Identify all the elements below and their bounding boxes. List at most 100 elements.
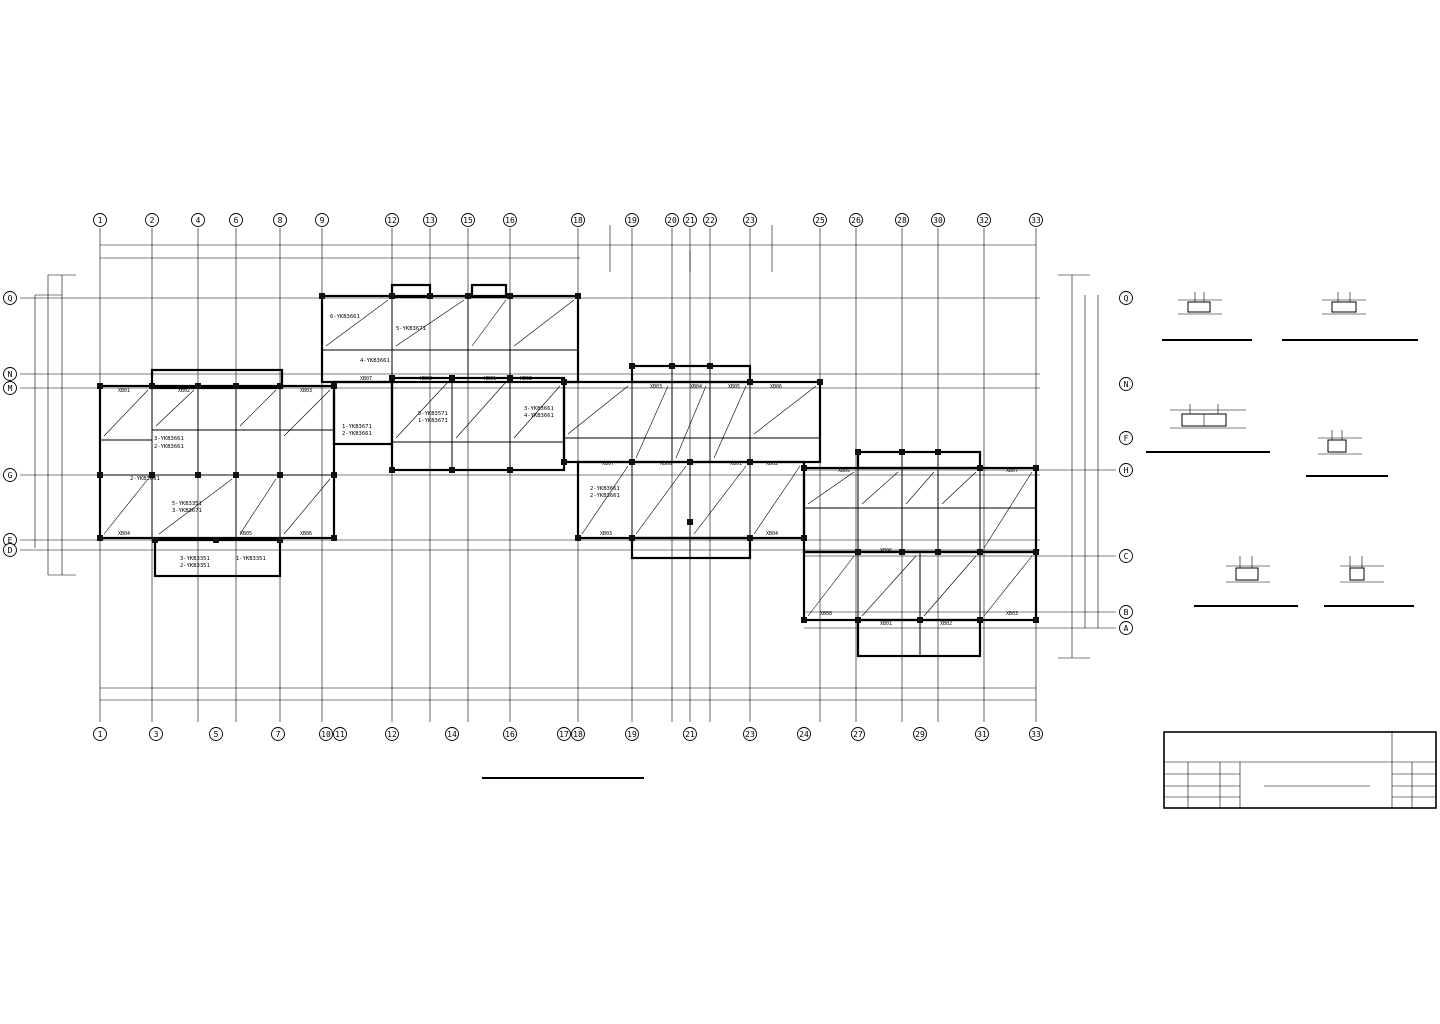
top-axis-28: 28 xyxy=(895,213,909,227)
axis-label: 33 xyxy=(1031,730,1041,739)
axis-label: 23 xyxy=(745,730,755,739)
slab-label: 1-YKB3671 xyxy=(342,424,372,430)
top-axis-33: 33 xyxy=(1029,213,1043,227)
axis-label: 12 xyxy=(387,730,397,739)
axis-label: 32 xyxy=(979,216,989,225)
dimension-lines xyxy=(34,225,1099,701)
axis-label: 12 xyxy=(387,216,397,225)
axis-label: 28 xyxy=(897,216,907,225)
axis-label: 30 xyxy=(933,216,943,225)
slab-label: 2-YKB3661 xyxy=(590,486,620,492)
bottom-axis-33: 33 xyxy=(1029,727,1043,741)
detail-4 xyxy=(1306,430,1388,477)
axis-label: 14 xyxy=(447,730,457,739)
bottom-axis-19: 19 xyxy=(625,727,639,741)
bottom-axis-31: 31 xyxy=(975,727,989,741)
axis-label: 27 xyxy=(853,730,863,739)
axis-label: 33 xyxy=(1031,216,1041,225)
beam-label: XB07 xyxy=(360,376,372,382)
slab-label: 5-YKB3671 xyxy=(396,326,426,332)
slab-label: 1-YKB3671 xyxy=(418,418,448,424)
slab-hatching xyxy=(103,299,1033,617)
beam-label: XB03 xyxy=(1006,611,1018,617)
axis-label: 19 xyxy=(627,216,637,225)
beam-label: XB02 xyxy=(178,388,190,394)
bottom-axis-24: 24 xyxy=(797,727,811,741)
top-axis-8: 8 xyxy=(273,213,287,227)
beam-label: XB07 xyxy=(1006,468,1018,474)
title-block xyxy=(1163,731,1437,809)
bottom-axis-12: 12 xyxy=(385,727,399,741)
beam-label: XB06 xyxy=(300,531,312,537)
beam-label: XB02 xyxy=(940,621,952,627)
bottom-axis-3: 3 xyxy=(149,727,163,741)
bottom-axis-17: 17 xyxy=(557,727,571,741)
axis-label: 17 xyxy=(559,730,569,739)
columns xyxy=(97,293,1039,623)
axis-label: 1 xyxy=(98,216,103,225)
beam-label: XB02 xyxy=(520,376,532,382)
axis-label: B xyxy=(1124,608,1129,617)
detail-5 xyxy=(1194,556,1298,607)
slab-label: 4-YKB3661 xyxy=(524,413,554,419)
top-axis-12: 12 xyxy=(385,213,399,227)
bottom-axis-7: 7 xyxy=(271,727,285,741)
slab-label: 2-YKB3661 xyxy=(590,493,620,499)
left-axis-D: D xyxy=(3,543,17,557)
axis-label: 26 xyxy=(851,216,861,225)
beam-label: XB04 xyxy=(690,384,702,390)
axis-label: 15 xyxy=(463,216,473,225)
slab-label: 2-YKB3351 xyxy=(180,563,210,569)
axis-label: 31 xyxy=(977,730,987,739)
axis-label: N xyxy=(8,370,13,379)
beam-label: XB03 xyxy=(600,531,612,537)
right-axis-Q: Q xyxy=(1119,291,1133,305)
axis-label: 23 xyxy=(745,216,755,225)
top-axis-20: 20 xyxy=(665,213,679,227)
axis-label: C xyxy=(1124,552,1129,561)
right-axis-B: B xyxy=(1119,605,1133,619)
left-axis-M: M xyxy=(3,381,17,395)
beam-label: XB01 xyxy=(730,461,742,467)
left-axis-Q: Q xyxy=(3,291,17,305)
right-axis-C: C xyxy=(1119,549,1133,563)
beam-label: XB08 xyxy=(420,376,432,382)
axis-label: 5 xyxy=(214,730,219,739)
detail-1 xyxy=(1162,292,1252,341)
axis-label: 8 xyxy=(278,216,283,225)
axis-label: 16 xyxy=(505,216,515,225)
top-axis-22: 22 xyxy=(703,213,717,227)
top-axis-13: 13 xyxy=(423,213,437,227)
slab-label: 2-YKB3661 xyxy=(342,431,372,437)
right-axis-N: N xyxy=(1119,377,1133,391)
top-axis-2: 2 xyxy=(145,213,159,227)
beam-label: XB01 xyxy=(484,376,496,382)
axis-label: 6 xyxy=(234,216,239,225)
axis-label: G xyxy=(8,471,13,480)
axis-label: 13 xyxy=(425,216,435,225)
axis-label: 11 xyxy=(335,730,345,739)
top-axis-18: 18 xyxy=(571,213,585,227)
top-axis-19: 19 xyxy=(625,213,639,227)
slab-label: 3-YKB3671 xyxy=(172,508,202,514)
top-axis-9: 9 xyxy=(315,213,329,227)
beam-label: XB03 xyxy=(300,388,312,394)
axis-label: 3 xyxy=(154,730,159,739)
axis-label: F xyxy=(1124,434,1129,443)
axis-label: N xyxy=(1124,380,1129,389)
detail-2 xyxy=(1282,292,1418,341)
beam-label: XB07 xyxy=(602,461,614,467)
slab-label: 2-YKB3661 xyxy=(154,444,184,450)
beam-label: XB05 xyxy=(240,531,252,537)
axis-label: 21 xyxy=(685,216,695,225)
axis-label: 18 xyxy=(573,216,583,225)
right-axis-H: H xyxy=(1119,463,1133,477)
axis-label: 24 xyxy=(799,730,809,739)
bottom-axis-16: 16 xyxy=(503,727,517,741)
building-walls xyxy=(98,283,1038,658)
section-details xyxy=(1146,292,1418,607)
beam-label: XB04 xyxy=(766,531,778,537)
